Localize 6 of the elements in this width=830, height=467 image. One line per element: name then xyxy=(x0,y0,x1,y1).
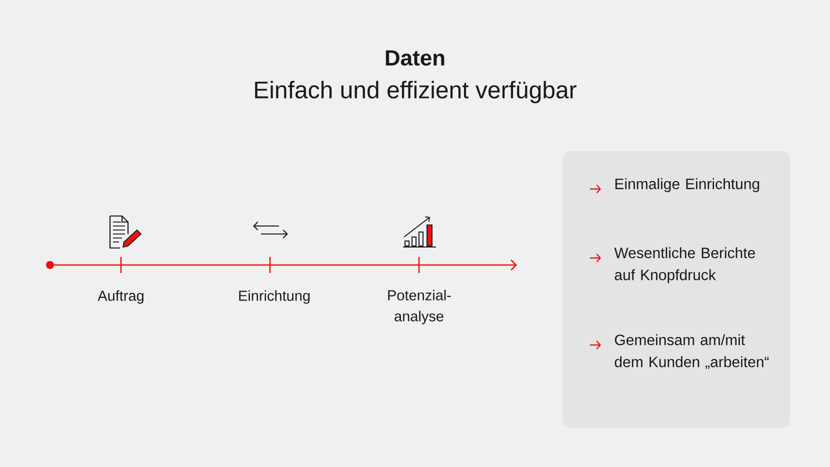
milestone-label: Einrichtung xyxy=(239,290,310,304)
milestone-label: Potenzial-analyse xyxy=(388,290,451,324)
title: Daten xyxy=(386,50,444,66)
milestone-label: Auftrag xyxy=(98,290,144,304)
subtitle: Einfach und effizient verfügbar xyxy=(255,80,576,104)
info-panel: Einmalige Einrichtung Wesentliche Berichte auf Knopfdruck Gemeinsam am/mit dem Kunden „arbeiten“ xyxy=(563,151,790,428)
